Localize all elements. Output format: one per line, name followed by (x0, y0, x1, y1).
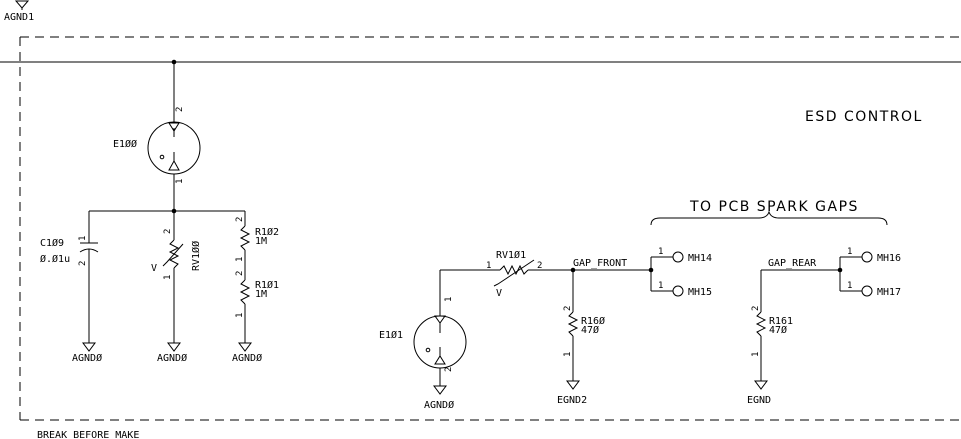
gap-rear-net (754, 269, 840, 390)
mh16-label: MH16 (877, 253, 901, 264)
pin-label: 2 (235, 271, 245, 276)
r160-resistor (566, 270, 580, 390)
spark-gaps-label: TO PCB SPARK GAPS (689, 199, 859, 215)
pin-label: 1 (78, 236, 88, 241)
r102-ref-label: R1Ø2 (255, 226, 279, 238)
e100-label: E1ØØ (113, 138, 137, 150)
pin-label: 2 (78, 261, 88, 266)
pin-label: 2 (751, 306, 761, 311)
mh14-label: MH14 (688, 253, 712, 264)
pin-label: 2 (537, 261, 542, 271)
c109-value-label: Ø.Ø1u (40, 253, 70, 265)
rv100-ground-label: AGNDØ (157, 352, 187, 364)
pin-label: 1 (163, 275, 173, 280)
footer-note: BREAK BEFORE MAKE (37, 430, 139, 439)
pin-label: 1 (235, 257, 245, 262)
pin-label: 1 (847, 247, 852, 257)
pin-label: 1 (175, 179, 185, 184)
c109-ref-label: C1Ø9 (40, 237, 64, 249)
pin-label: 2 (235, 217, 245, 222)
pin-label: 1 (658, 281, 663, 291)
r102-value-label: 1M (255, 236, 267, 247)
mh14-mh15-mounting-holes (650, 251, 684, 297)
mh16-mh17-mounting-holes (839, 251, 873, 297)
agnd1-label: AGND1 (4, 12, 34, 23)
rv100-label: RV1ØØ (190, 241, 202, 271)
pin-label: 1 (847, 281, 852, 291)
e101-ground-label: AGNDØ (424, 399, 454, 411)
dashed-border (19, 36, 961, 421)
r102-r101-resistors (238, 211, 252, 352)
c109-capacitor (79, 211, 99, 352)
title-esd-control: ESD CONTROL (805, 109, 923, 125)
spark-gaps-bracket (650, 210, 888, 226)
pin-label: 2 (175, 107, 185, 112)
r161-ground-label: EGND (747, 395, 771, 406)
pin-label: 2 (163, 229, 173, 234)
r161-value-label: 47Ø (769, 324, 787, 336)
agnd1-ground-symbol (14, 0, 30, 10)
e100-spark-gap (147, 62, 201, 211)
gap-front-net-label: GAP_FRONT (573, 258, 627, 269)
r101-ref-label: R1Ø1 (255, 279, 279, 291)
rv100-varistor (162, 211, 184, 352)
r101-value-label: 1M (255, 289, 267, 300)
pin-label: 1 (235, 313, 245, 318)
pin-label: 1 (563, 352, 573, 357)
r160-ground-label: EGND2 (557, 395, 587, 406)
r160-ref-label: R16Ø (581, 315, 605, 327)
rv101-v-label: V (496, 288, 502, 299)
c109-ground-label: AGNDØ (72, 352, 102, 364)
pin-label: 2 (444, 367, 454, 372)
pin-label: 1 (444, 297, 454, 302)
r161-ref-label: R161 (769, 316, 793, 327)
mh17-label: MH17 (877, 287, 901, 298)
e101-label: E1Ø1 (379, 329, 403, 341)
pin-label: 1 (751, 352, 761, 357)
rv101-label: RV1Ø1 (496, 249, 526, 261)
pin-label: 2 (563, 306, 573, 311)
rv100-v-label: V (151, 263, 157, 274)
e101-spark-gap (413, 269, 500, 395)
pin-label: 1 (658, 247, 663, 257)
r101-ground-label: AGNDØ (232, 352, 262, 364)
rv101-varistor (493, 259, 651, 287)
mh15-label: MH15 (688, 287, 712, 298)
r160-value-label: 47Ø (581, 324, 599, 336)
pin-label: 1 (486, 261, 491, 271)
gap-rear-net-label: GAP_REAR (768, 258, 817, 269)
